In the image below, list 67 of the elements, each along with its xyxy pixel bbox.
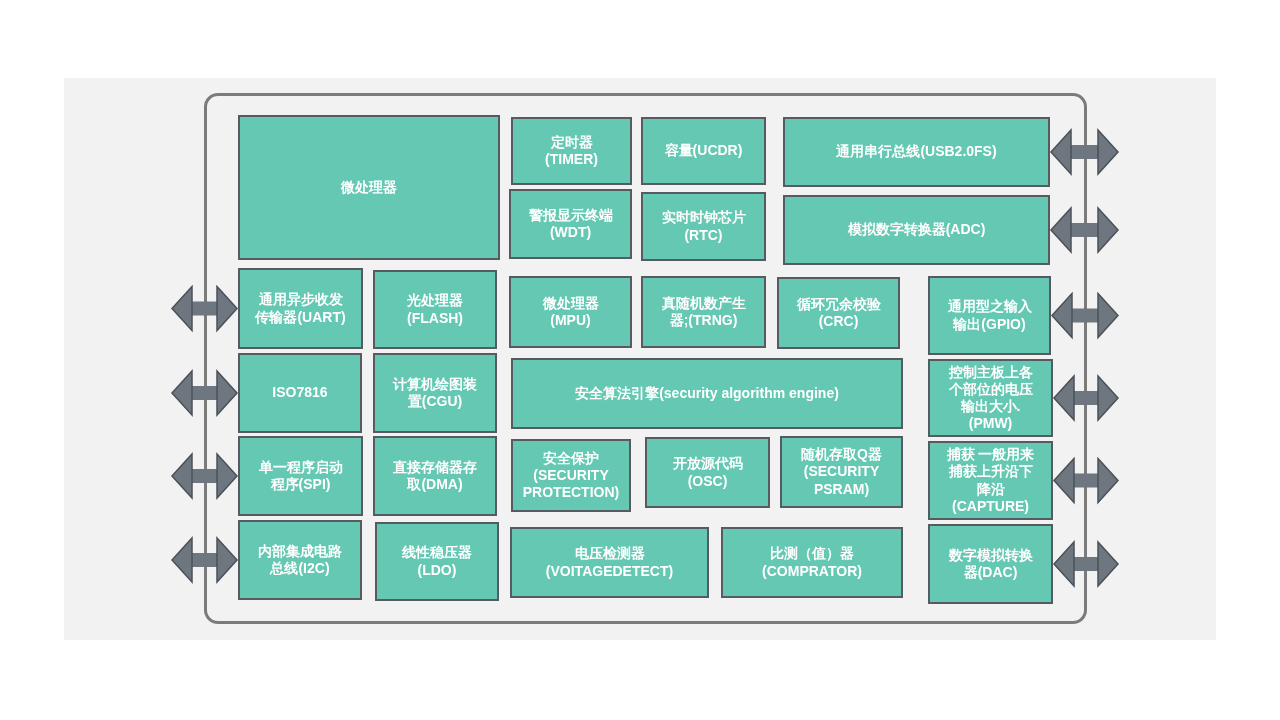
module-box [373,353,497,433]
module-label: 计算机绘图装置(CGU) [391,375,478,411]
double-arrow [171,285,238,332]
module-label: 循环冗余校验(CRC) [795,295,882,331]
module-box [777,277,900,349]
module-box [509,276,632,348]
double-arrow [171,537,238,583]
module-box [238,520,362,600]
module-box [373,436,497,516]
chip-outline [204,93,1087,624]
module-label: 线性稳压器(LDO) [401,544,473,579]
double-arrow [171,453,238,499]
module-box [645,437,770,508]
module-label: 真随机数产生器;(TRNG) [660,294,747,330]
module-box [373,270,497,349]
double-arrow [1053,375,1119,421]
module-label: 数字模拟转换器(DAC) [947,546,1034,582]
module-label: 模拟数字转换器(ADC) [847,221,986,239]
module-label: 捕获 一般用来捕获上升沿下降沿(CAPTURE) [945,446,1036,515]
module-box [721,527,903,598]
module-label: 通用型之输入输出(GPIO) [946,298,1033,333]
module-label: 实时时钟芯片(RTC) [660,209,747,244]
module-label: 光处理器(FLASH) [406,292,464,327]
module-label: 内部集成电路总线(I2C) [257,542,343,578]
module-box [238,115,500,260]
double-arrow [1053,541,1119,587]
module-label: 安全算法引擎(security algorithm engine) [575,384,839,403]
module-box [238,268,363,349]
double-arrow [1053,457,1119,504]
module-label: 随机存取Q器(SECURITY PSRAM) [800,446,883,498]
module-label: 通用异步收发传输器(UART) [254,291,347,326]
module-box [641,276,766,348]
module-label: 通用串行总线(USB2.0FS) [836,143,997,161]
module-label: 微处理器 [341,178,397,197]
module-box [641,117,766,185]
double-arrow [1050,129,1119,175]
module-box [510,527,709,598]
module-label: 安全保护(SECURITY PROTECTION) [522,449,620,502]
module-box [511,117,632,185]
module-label: 电压检测器(VOITAGEDETECT) [544,545,675,580]
module-box [511,439,631,512]
module-box [928,359,1053,437]
module-box [780,436,903,508]
module-box [511,358,903,429]
module-label: 容量(UCDR) [664,142,743,160]
module-label: 微处理器(MPU) [541,294,600,330]
module-label: 比测（值）器(COMPRATOR) [761,545,863,580]
module-box [783,195,1050,265]
double-arrow [171,370,238,416]
module-box [928,441,1053,520]
module-label: 定时器(TIMER) [544,133,599,169]
double-arrow [1050,207,1119,253]
module-label: 直接存储器存取(DMA) [392,458,478,494]
module-label: ISO7816 [272,384,328,402]
double-arrow [1051,292,1119,339]
module-box [238,353,362,433]
module-label: 警报显示终端(WDT) [527,206,614,242]
module-box [238,436,363,516]
module-box [375,522,499,601]
module-box [509,189,632,259]
module-box [928,524,1053,604]
module-box [641,192,766,261]
module-box [783,117,1050,187]
module-box [928,276,1051,355]
module-label: 开放源代码(OSC) [671,455,744,490]
module-label: 单一程序启动程序(SPI) [257,458,344,494]
module-label: 控制主板上各个部位的电压输出大小.(PMW) [947,363,1034,433]
